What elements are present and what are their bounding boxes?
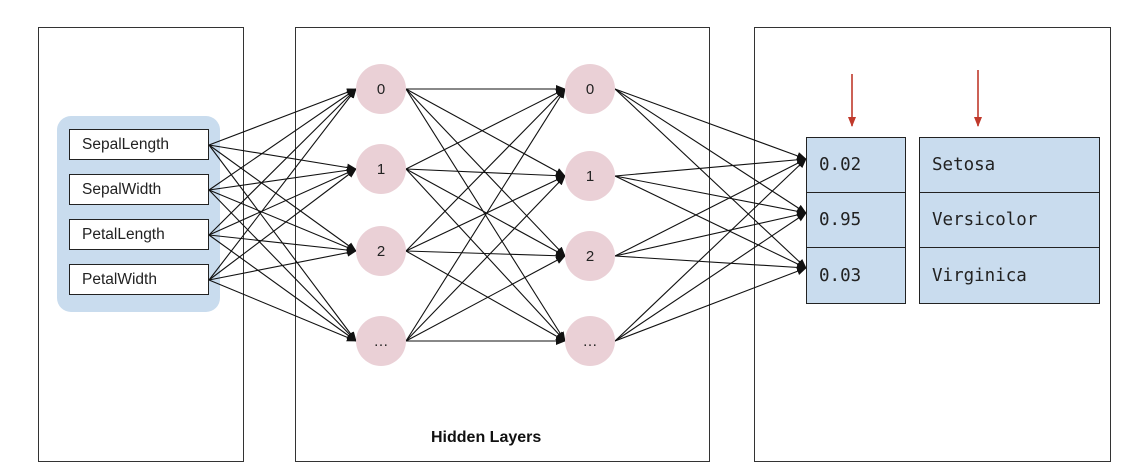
- hidden1-to-hidden2-edge-3-2: [405, 255, 566, 342]
- hidden1-node-ellipsis: …: [356, 316, 406, 366]
- input-feature-petal-width: PetalWidth: [69, 264, 209, 295]
- output-probability-virginica: 0.03: [806, 247, 906, 304]
- input-to-hidden1-edge-0-0: [208, 88, 357, 146]
- input-to-hidden1-edge-2-2: [208, 234, 357, 255]
- hidden1-node-1: 1: [356, 144, 406, 194]
- hidden2-to-output-edge-0-2: [614, 88, 807, 269]
- output-probability-versicolor: 0.95: [806, 192, 906, 248]
- hidden1-to-hidden2-edge-3-1: [405, 175, 566, 342]
- input-to-hidden1-edge-2-0: [208, 88, 357, 236]
- hidden1-to-hidden2-edge-1-3: [405, 168, 566, 342]
- hidden1-to-hidden2-edge-2-2: [405, 250, 566, 260]
- input-feature-petal-length: PetalLength: [69, 219, 209, 250]
- hidden1-to-hidden2-edge-2-1: [405, 175, 566, 252]
- hidden2-to-output-edge-1-0: [614, 155, 807, 177]
- hidden1-node-2: 2: [356, 226, 406, 276]
- hidden1-to-hidden2-edge-1-2: [405, 168, 566, 257]
- hidden1-to-hidden2-edge-2-0: [405, 88, 566, 252]
- input-feature-sepal-width: SepalWidth: [69, 174, 209, 205]
- output-label-virginica: Virginica: [919, 247, 1100, 304]
- input-to-hidden1-edge-3-2: [208, 248, 357, 281]
- hidden2-to-output-edge-3-2: [614, 267, 807, 342]
- input-to-hidden1-edge-0-1: [208, 144, 357, 172]
- hidden2-to-output-edge-2-2: [614, 255, 807, 272]
- hidden1-to-hidden2-edge-0-1: [405, 88, 566, 177]
- input-to-hidden1-edge-1-2: [208, 189, 357, 252]
- hidden1-to-hidden2-edge-1-0: [405, 88, 566, 170]
- output-probability-setosa: 0.02: [806, 137, 906, 193]
- hidden2-node-1: 1: [565, 151, 615, 201]
- input-to-hidden1-edge-1-1: [208, 166, 357, 191]
- hidden2-to-output-edge-2-0: [614, 158, 807, 257]
- input-to-hidden1-edge-3-3: [208, 279, 357, 342]
- input-to-hidden1-edge-2-1: [208, 168, 357, 236]
- hidden1-to-hidden2-edge-1-1: [405, 168, 566, 180]
- hidden2-to-output-edge-2-1: [614, 211, 807, 257]
- output-label-setosa: Setosa: [919, 137, 1100, 193]
- hidden1-node-0: 0: [356, 64, 406, 114]
- input-to-hidden1-edge-3-0: [208, 88, 357, 281]
- hidden2-to-output-edge-0-0: [614, 88, 807, 160]
- hidden1-to-hidden2-edge-2-3: [405, 250, 566, 342]
- input-to-hidden1-edge-3-1: [208, 168, 357, 281]
- hidden2-to-output-edge-3-1: [614, 212, 807, 342]
- hidden2-to-output-edge-1-2: [614, 175, 807, 269]
- hidden1-to-hidden2-edge-3-0: [405, 88, 566, 342]
- input-to-hidden1-edge-0-2: [208, 144, 357, 252]
- hidden2-node-2: 2: [565, 231, 615, 281]
- input-to-hidden1-edge-2-3: [208, 234, 357, 342]
- output-label-versicolor: Versicolor: [919, 192, 1100, 248]
- hidden-layers-caption: Hidden Layers: [431, 429, 542, 446]
- hidden2-to-output-edge-0-1: [614, 88, 807, 214]
- hidden2-to-output-edge-3-0: [614, 158, 807, 342]
- input-to-hidden1-edge-1-0: [208, 88, 357, 191]
- hidden2-to-output-edge-1-1: [614, 175, 807, 216]
- hidden2-node-0: 0: [565, 64, 615, 114]
- input-feature-sepal-length: SepalLength: [69, 129, 209, 160]
- hidden2-node-ellipsis: …: [565, 316, 615, 366]
